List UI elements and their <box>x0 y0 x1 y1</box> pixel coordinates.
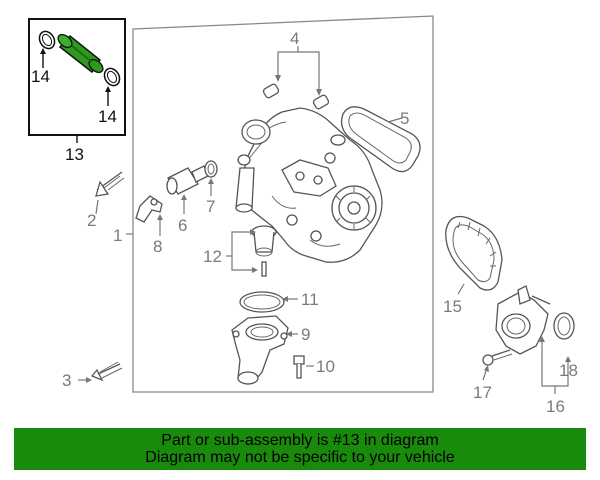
subassembly-13-box[interactable]: 14 14 <box>28 18 126 136</box>
o-ring-7: 7 <box>204 160 218 216</box>
bolt-10: 10 <box>293 355 335 379</box>
callout-14-bottom: 14 <box>98 107 117 126</box>
footer-notice-line-2: Diagram may not be specific to your vehi… <box>145 449 455 466</box>
thermostat-12: 12 <box>203 225 277 277</box>
callout-8: 8 <box>153 237 162 256</box>
callout-12: 12 <box>203 247 222 266</box>
callout-2: 2 <box>87 211 96 230</box>
callout-1: 1 <box>113 226 122 245</box>
bolt-17: 17 <box>473 349 513 402</box>
temperature-sensor-6: 6 <box>166 165 209 235</box>
callout-17: 17 <box>473 383 492 402</box>
callout-18: 18 <box>559 361 578 380</box>
callout-4: 4 <box>290 29 299 48</box>
callout-10: 10 <box>316 357 335 376</box>
seal-ring-14-top <box>38 30 56 50</box>
callout-13: 13 <box>65 145 84 164</box>
footer-notice-banner: Part or sub-assembly is #13 in diagram D… <box>14 428 586 470</box>
drive-belt-15: 15 <box>443 215 503 316</box>
thermostat-housing-9: 9 <box>231 315 310 385</box>
callout-11: 11 <box>301 290 319 309</box>
water-pump-housing <box>235 107 383 263</box>
callout-16: 16 <box>546 397 565 416</box>
callout-5: 5 <box>400 109 409 128</box>
bolt-2: 2 <box>87 171 125 230</box>
o-ring-18: 18 <box>553 312 578 380</box>
callout-15: 15 <box>443 297 462 316</box>
bracket-8: 8 <box>135 195 163 256</box>
callout-9: 9 <box>301 325 310 344</box>
coolant-flange-16: 16 <box>495 285 571 416</box>
bolt-3: 3 <box>62 361 123 390</box>
callout-14-top: 14 <box>31 67 50 86</box>
gasket-5: 5 <box>340 106 421 173</box>
seal-ring-14-bottom <box>103 67 121 87</box>
callout-3: 3 <box>62 371 71 390</box>
dowel-pins-4: 4 <box>262 29 330 110</box>
callout-7: 7 <box>206 197 215 216</box>
gasket-ring-11: 11 <box>239 290 319 313</box>
callout-6: 6 <box>178 216 187 235</box>
main-assembly-panel <box>132 15 434 393</box>
coolant-pipe-13 <box>57 33 104 74</box>
footer-notice-line-1: Part or sub-assembly is #13 in diagram <box>161 432 439 449</box>
